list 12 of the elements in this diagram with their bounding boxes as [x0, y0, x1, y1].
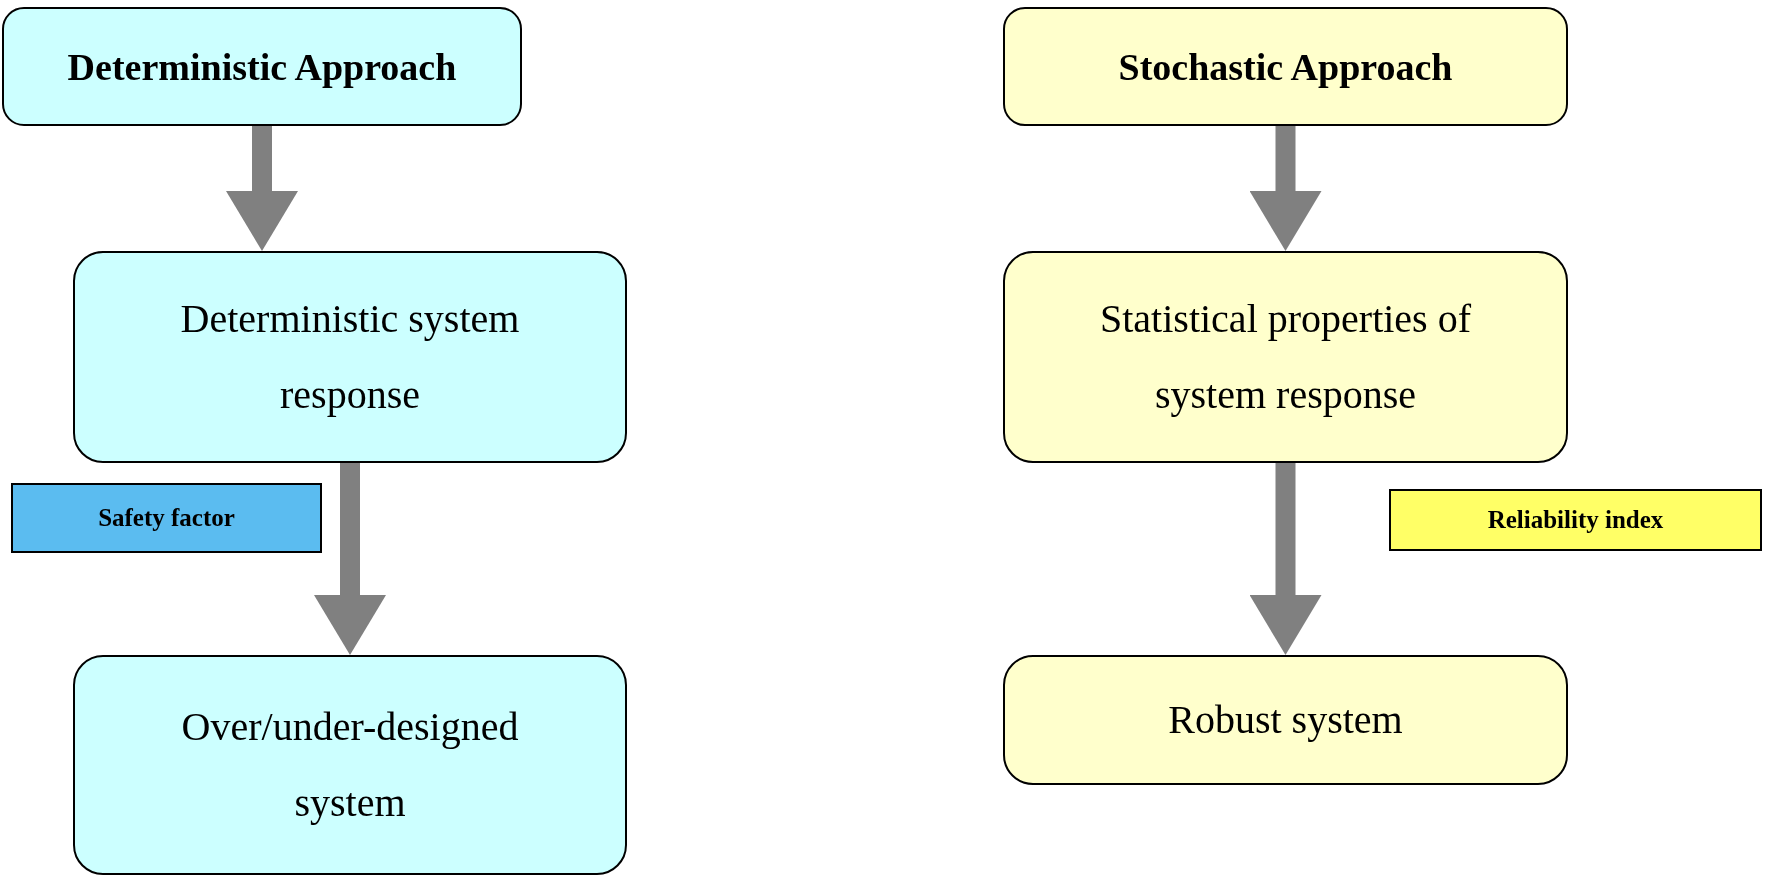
process-box: Robust system [1003, 655, 1568, 785]
title-box: Stochastic Approach [1003, 7, 1568, 126]
arrow [1249, 126, 1322, 251]
process-box: Deterministic system response [73, 251, 627, 463]
title-box: Deterministic Approach [2, 7, 522, 126]
process-box: Statistical properties of system response [1003, 251, 1568, 463]
process-box: Over/under-designed system [73, 655, 627, 875]
label-box: Safety factor [11, 483, 322, 553]
label-box: Reliability index [1389, 489, 1762, 551]
arrow [226, 126, 298, 251]
arrow [1249, 463, 1322, 655]
arrow [314, 463, 386, 655]
